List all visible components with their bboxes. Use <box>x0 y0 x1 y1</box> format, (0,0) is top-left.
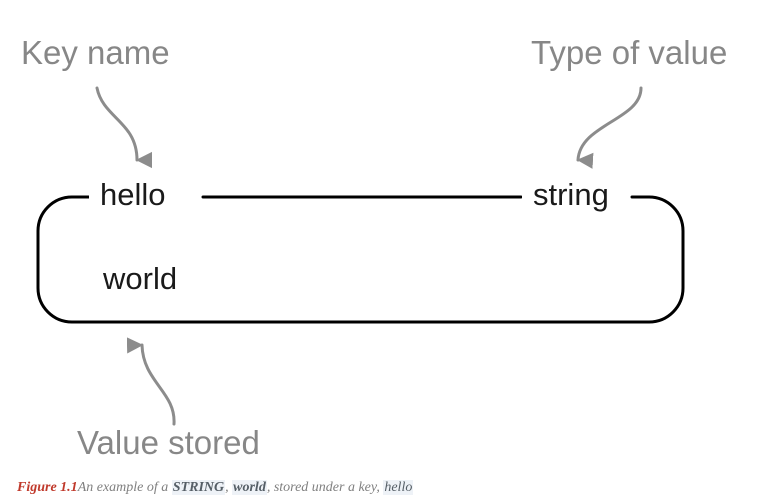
type-of-value-arrow <box>576 86 643 169</box>
caption-figure-number: Figure 1.1 <box>17 480 78 495</box>
box-value-label: world <box>103 261 178 296</box>
figure-caption: Figure 1.1An example of a STRING, world,… <box>17 479 414 497</box>
value-container-box <box>36 195 685 324</box>
caption-text-middle: , stored under a key, <box>266 480 384 495</box>
annotation-key-name: Key name <box>21 34 170 71</box>
caption-code-world: world <box>232 480 267 495</box>
caption-code-hello: hello <box>383 480 414 495</box>
key-name-arrow <box>95 86 153 169</box>
caption-code-string: STRING <box>171 480 226 495</box>
caption-separator-1: , <box>225 480 233 495</box>
box-key-label: hello <box>89 177 177 213</box>
caption-text-before: An example of a <box>77 480 172 495</box>
value-stored-arrow <box>126 337 176 426</box>
annotation-value-stored: Value stored <box>77 424 260 461</box>
box-type-label: string <box>522 177 620 213</box>
annotation-type-of-value: Type of value <box>531 34 728 71</box>
